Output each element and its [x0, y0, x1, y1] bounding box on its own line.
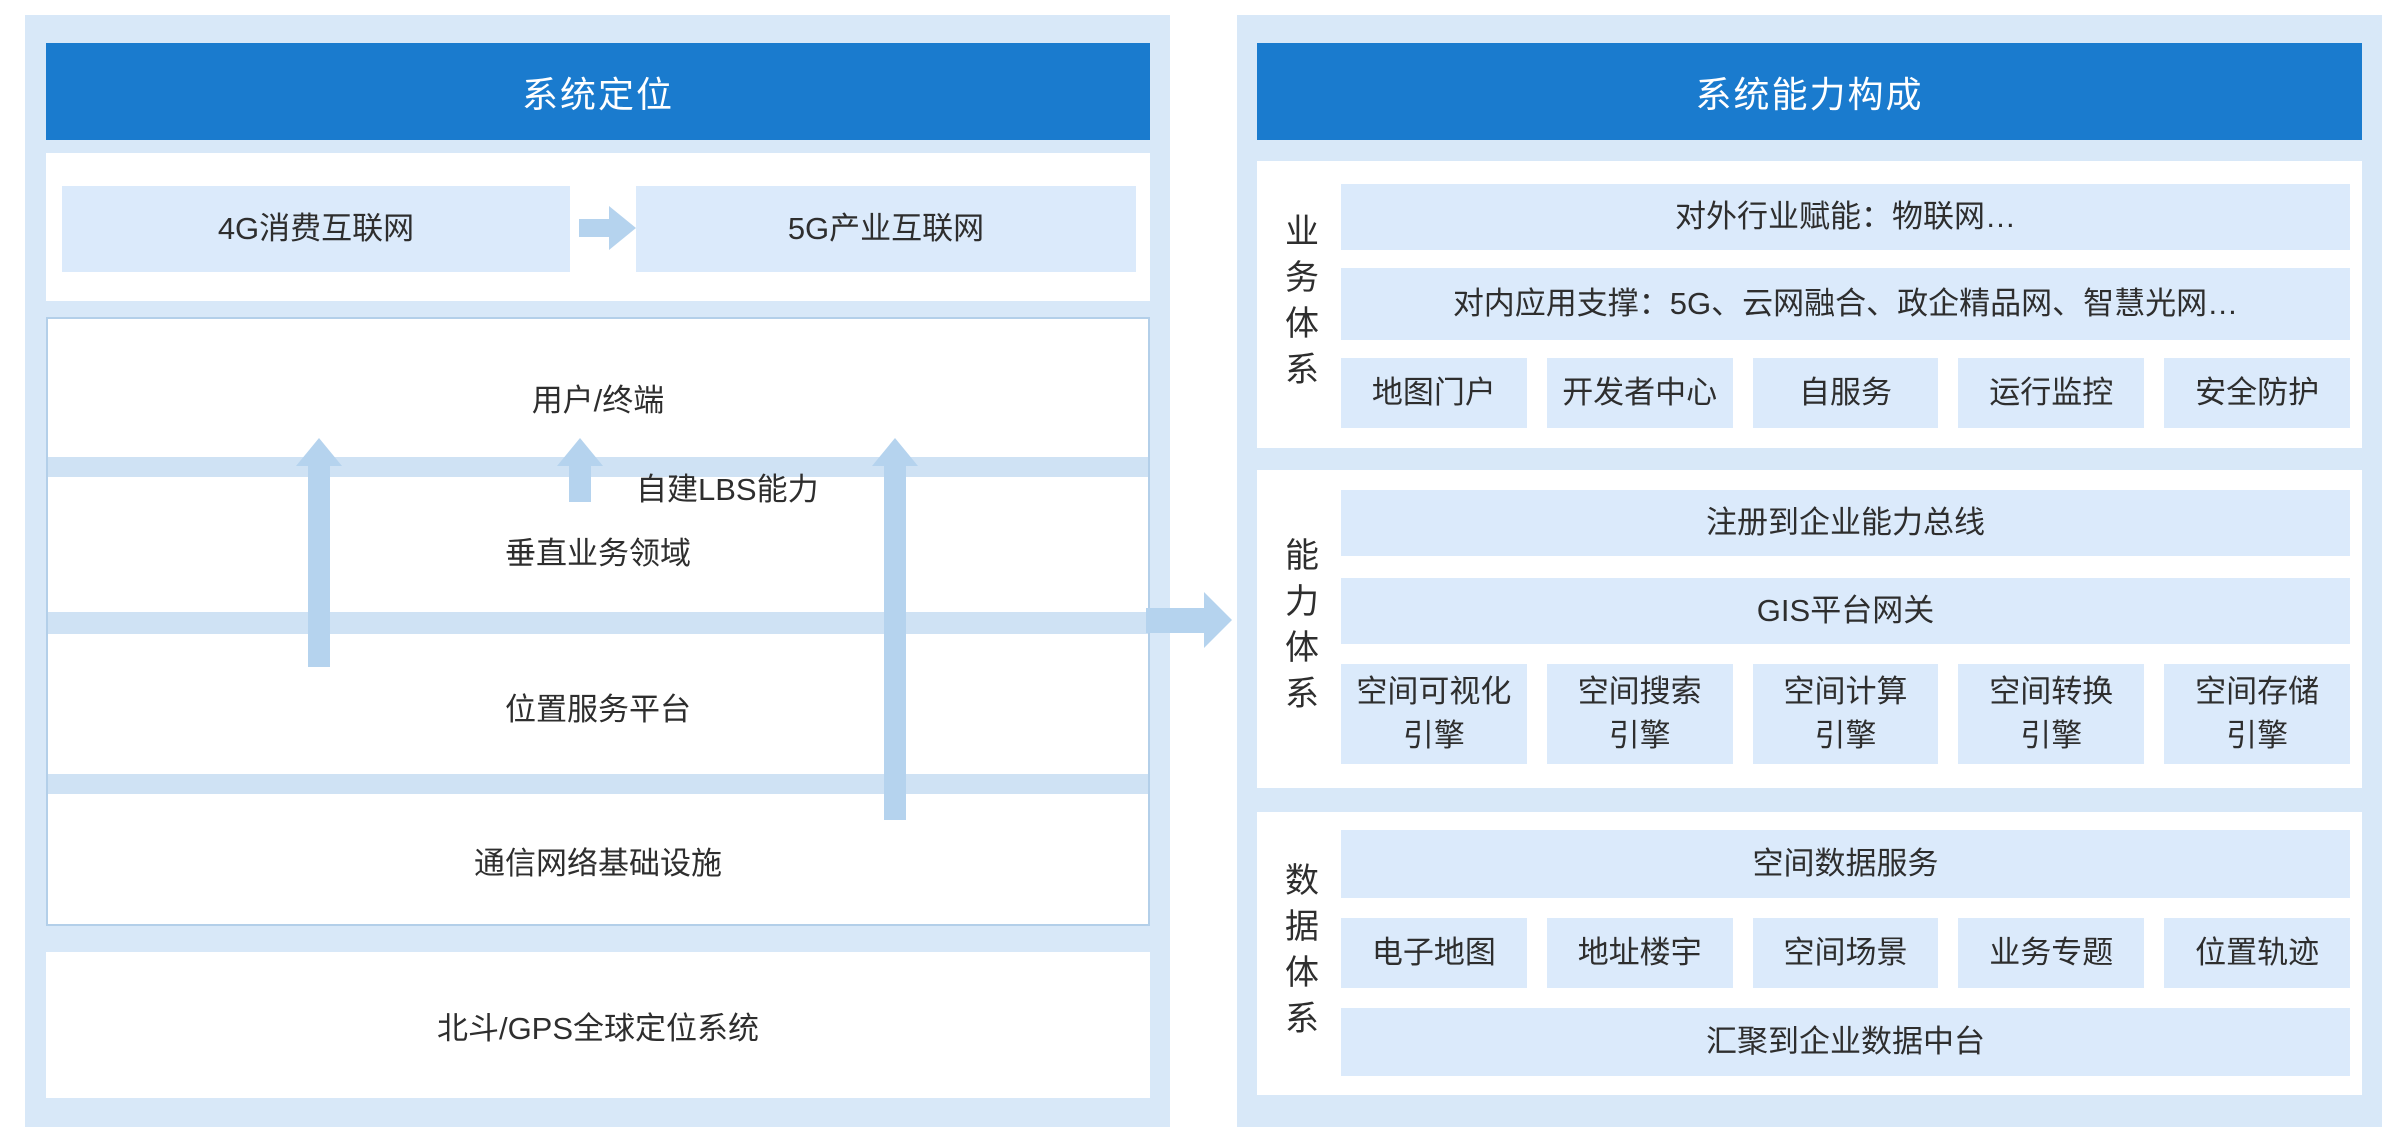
evolution-row: 4G消费互联网 5G产业互联网	[46, 153, 1150, 301]
spatial-data-service-row: 空间数据服务	[1341, 830, 2350, 898]
system-capability-title: 系统能力构成	[1695, 73, 1924, 115]
system-capability-panel: 系统能力构成 业务体系 对外行业赋能：物联网… 对内应用支撑：5G、云网融合、政…	[1237, 15, 2382, 1127]
spatial-scene-tile: 空间场景	[1752, 918, 1939, 988]
system-positioning-panel: 系统定位 4G消费互联网 5G产业互联网 用户/终端 自建LBS能力 垂直业务领…	[25, 15, 1170, 1127]
spatial-search-engine-tile: 空间搜索 引擎	[1546, 664, 1733, 764]
layer-divider-band-2	[48, 612, 1148, 634]
system-capability-header: 系统能力构成	[1257, 43, 2362, 140]
business-system-label: 业务体系	[1279, 212, 1318, 397]
external-industry-empowerment-row: 对外行业赋能：物联网…	[1341, 184, 2350, 250]
data-system-label-col: 数据体系	[1257, 812, 1341, 1095]
location-trajectory-tile: 位置轨迹	[2164, 918, 2350, 988]
spatial-visualization-engine-tile: 空间可视化 引擎	[1341, 664, 1527, 764]
layer-stack-box: 用户/终端 自建LBS能力 垂直业务领域 位置服务平台 通信网络基础设施	[46, 317, 1150, 926]
self-built-lbs-label: 自建LBS能力	[636, 472, 819, 507]
location-service-platform-layer: 位置服务平台	[505, 692, 691, 727]
enterprise-data-platform-row: 汇聚到企业数据中台	[1341, 1008, 2350, 1076]
layer-divider-band-3	[48, 774, 1148, 794]
electronic-map-tile: 电子地图	[1341, 918, 1527, 988]
5g-industry-internet-box: 5G产业互联网	[636, 186, 1136, 272]
data-system-label: 数据体系	[1279, 861, 1318, 1046]
internal-application-support-row: 对内应用支撑：5G、云网融合、政企精品网、智慧光网…	[1341, 268, 2350, 340]
business-system-label-col: 业务体系	[1257, 161, 1341, 448]
5g-industry-internet-label: 5G产业互联网	[787, 211, 985, 246]
capability-system-section: 能力体系 注册到企业能力总线 GIS平台网关 空间可视化 引擎 空间搜索 引擎 …	[1257, 470, 2362, 788]
capability-system-label: 能力体系	[1279, 537, 1318, 721]
address-building-tile: 地址楼宇	[1546, 918, 1733, 988]
business-theme-tile: 业务专题	[1958, 918, 2145, 988]
enterprise-capability-bus-row: 注册到企业能力总线	[1341, 490, 2350, 556]
4g-consumer-internet-box: 4G消费互联网	[62, 186, 570, 272]
beidou-gps-box: 北斗/GPS全球定位系统	[46, 952, 1150, 1098]
security-protection-tile: 安全防护	[2164, 358, 2350, 428]
map-portal-tile: 地图门户	[1341, 358, 1527, 428]
system-positioning-header: 系统定位	[46, 43, 1150, 140]
beidou-gps-label: 北斗/GPS全球定位系统	[436, 1010, 760, 1046]
user-terminal-layer: 用户/终端	[531, 383, 665, 418]
self-service-tile: 自服务	[1752, 358, 1939, 428]
spatial-storage-engine-tile: 空间存储 引擎	[2164, 664, 2350, 764]
developer-center-tile: 开发者中心	[1546, 358, 1733, 428]
system-positioning-title: 系统定位	[521, 73, 674, 115]
gis-platform-gateway-row: GIS平台网关	[1341, 578, 2350, 644]
4g-consumer-internet-label: 4G消费互联网	[217, 211, 415, 246]
spatial-computing-engine-tile: 空间计算 引擎	[1752, 664, 1939, 764]
data-system-section: 数据体系 空间数据服务 电子地图 地址楼宇 空间场景 业务专题 位置轨迹 汇聚到…	[1257, 812, 2362, 1095]
communication-network-layer: 通信网络基础设施	[474, 846, 722, 881]
vertical-business-domain-layer: 垂直业务领域	[505, 536, 691, 571]
capability-system-label-col: 能力体系	[1257, 470, 1341, 788]
spatial-transform-engine-tile: 空间转换 引擎	[1958, 664, 2145, 764]
operation-monitoring-tile: 运行监控	[1958, 358, 2145, 428]
business-system-section: 业务体系 对外行业赋能：物联网… 对内应用支撑：5G、云网融合、政企精品网、智慧…	[1257, 161, 2362, 448]
